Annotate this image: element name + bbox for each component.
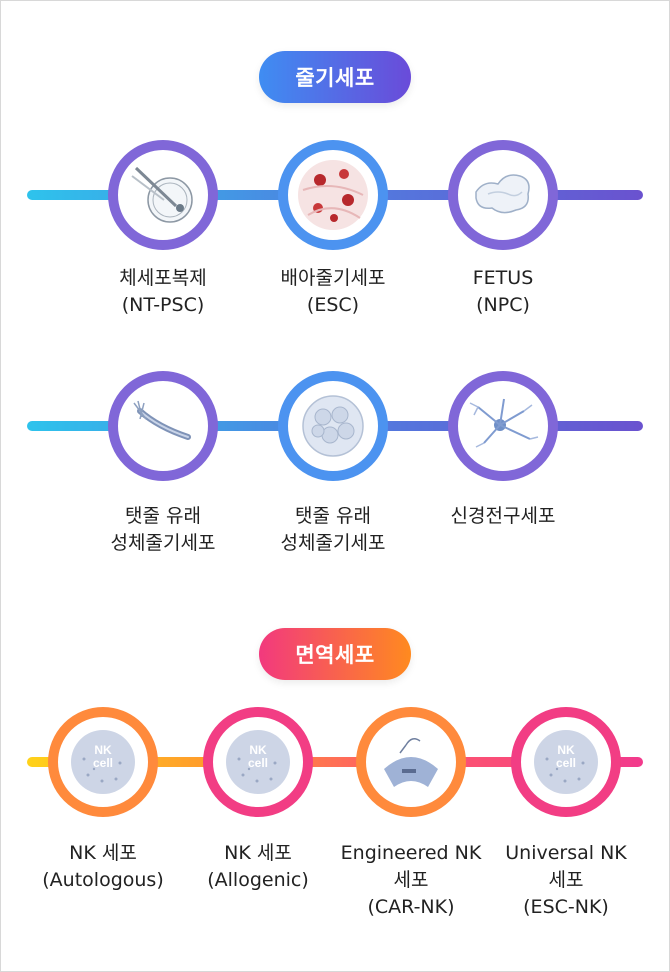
stem-label-esc-line2: (ESC) (306, 294, 360, 316)
nk-cell-text-1: NK (557, 743, 575, 757)
stem-label-umbilical-2-line1: 탯줄 유래 (295, 505, 371, 527)
immune-cell-section-title: 면역세포 (259, 628, 411, 680)
stem-label-umbilical-1-line1: 탯줄 유래 (125, 505, 201, 527)
nk-cell-text-1: NK (249, 743, 267, 757)
stem-node-umbilical-2 (278, 371, 388, 481)
stem-label-esc: 배아줄기세포 (ESC) (281, 265, 386, 319)
stem-label-nt-psc-line1: 체세포복제 (119, 267, 207, 289)
car-nk-cell-icon (379, 730, 443, 794)
stem-node-neural-progenitor (448, 371, 558, 481)
immune-row-connector (27, 757, 643, 767)
immune-label-universal-nk: Universal NK 세포 (ESC-NK) (505, 840, 627, 921)
stem-label-umbilical-2-line2: 성체줄기세포 (280, 532, 386, 554)
stem-node-umbilical-1 (108, 371, 218, 481)
neuron-icon (469, 398, 539, 448)
immune-label-nk-allogenic-line1: NK 세포 (224, 842, 292, 864)
immune-label-universal-nk-line1: Universal NK (505, 842, 627, 864)
nk-cell-text-2: cell (556, 756, 576, 770)
immune-label-engineered-nk-line1: Engineered NK (340, 842, 482, 864)
immune-label-engineered-nk-line3: (CAR-NK) (367, 896, 455, 918)
stem-label-umbilical-2: 탯줄 유래 성체줄기세포 (281, 503, 386, 557)
immune-label-nk-allogenic-line2: (Allogenic) (207, 869, 309, 891)
immune-label-nk-autologous: NK 세포 (Autologous) (42, 840, 163, 894)
immune-label-engineered-nk-line2: 세포 (393, 869, 429, 891)
immune-label-nk-autologous-line2: (Autologous) (42, 869, 164, 891)
stem-label-nt-psc-line2: (NT-PSC) (121, 294, 205, 316)
nk-cell-icon: NK cell (71, 730, 135, 794)
umbilical-cord-icon (133, 400, 191, 440)
immune-label-engineered-nk: Engineered NK 세포 (CAR-NK) (341, 840, 482, 921)
stem-label-fetus-line1: FETUS (472, 267, 534, 289)
stem-label-fetus-line2: (NPC) (476, 294, 530, 316)
stem-label-fetus: FETUS (NPC) (473, 265, 534, 319)
immune-node-engineered-nk (356, 707, 466, 817)
embryonic-cells-icon (298, 160, 368, 230)
immune-node-nk-autologous: NK cell (48, 707, 158, 817)
immune-label-nk-allogenic: NK 세포 (Allogenic) (207, 840, 309, 894)
immune-node-nk-allogenic: NK cell (203, 707, 313, 817)
stem-label-nt-psc: 체세포복제 (NT-PSC) (119, 265, 206, 319)
immune-label-universal-nk-line3: (ESC-NK) (523, 896, 609, 918)
stem-node-nt-psc (108, 140, 218, 250)
stem-label-esc-line1: 배아줄기세포 (280, 267, 386, 289)
stem-label-neural-progenitor: 신경전구세포 (451, 503, 556, 530)
stem-label-umbilical-1: 탯줄 유래 성체줄기세포 (111, 503, 216, 557)
egg-nucleus-transfer-icon (131, 166, 193, 223)
nk-cell-text-1: NK (94, 743, 112, 757)
cell-cluster-icon (302, 395, 364, 457)
nk-cell-icon: NK cell (534, 730, 598, 794)
stem-node-esc (278, 140, 388, 250)
fetal-tissue-icon (475, 174, 530, 214)
stem-cell-section-title: 줄기세포 (259, 51, 411, 103)
stem-label-neural-progenitor-line1: 신경전구세포 (450, 505, 556, 527)
stem-label-umbilical-1-line2: 성체줄기세포 (110, 532, 216, 554)
nk-cell-icon: NK cell (226, 730, 290, 794)
nk-cell-text-2: cell (93, 756, 113, 770)
stem-node-fetus-npc (448, 140, 558, 250)
immune-label-nk-autologous-line1: NK 세포 (69, 842, 137, 864)
immune-label-universal-nk-line2: 세포 (548, 869, 584, 891)
nk-cell-text-2: cell (248, 756, 268, 770)
immune-node-universal-nk: NK cell (511, 707, 621, 817)
